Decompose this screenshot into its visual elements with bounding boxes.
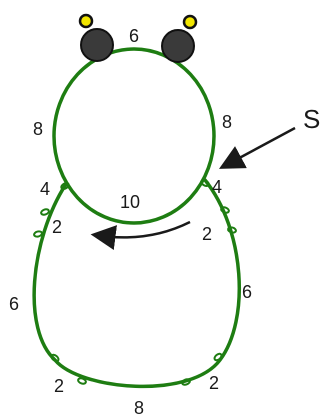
bead-icon <box>81 29 113 61</box>
start-marker-label: S <box>303 104 320 134</box>
ring-right-count: 8 <box>222 112 232 132</box>
ring-right-lower-count: 4 <box>212 177 222 197</box>
bead-center-icon <box>80 15 92 27</box>
bead-icon <box>162 30 194 62</box>
picot-icon <box>200 179 209 187</box>
chain-right-side-count: 6 <box>242 282 252 302</box>
chain-bottom-count: 8 <box>134 398 144 418</box>
ring-top-count: 6 <box>129 26 139 46</box>
right-bead <box>162 16 196 62</box>
chain-lower-right-count: 2 <box>209 373 219 393</box>
chain-upper-right-count: 2 <box>202 224 212 244</box>
ring-left-lower-count: 4 <box>40 179 50 199</box>
bead-center-icon <box>184 16 196 28</box>
chain-upper-left-count: 2 <box>52 217 62 237</box>
left-bead <box>80 15 113 61</box>
ring-left-count: 8 <box>33 119 43 139</box>
chain-left-side-count: 6 <box>9 294 19 314</box>
picot-icon <box>220 206 229 213</box>
picot-icon <box>33 231 42 238</box>
curved-arrow-icon <box>103 222 190 237</box>
ring-bottom-count: 10 <box>120 192 140 212</box>
chain-lower-left-count: 2 <box>54 376 64 396</box>
picot-icon <box>40 208 49 215</box>
arrow-icon <box>230 128 295 163</box>
